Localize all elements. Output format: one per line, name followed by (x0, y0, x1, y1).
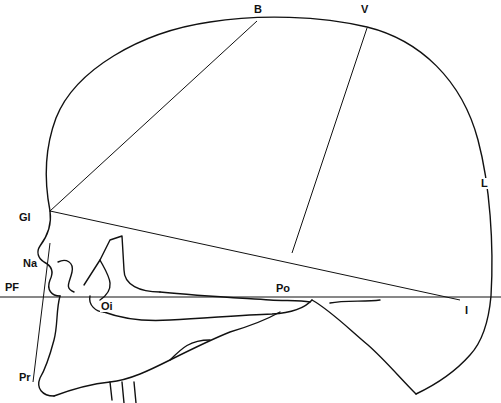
landmark-label: V (360, 4, 369, 15)
landmark-label: Oi (100, 301, 114, 312)
landmark-label: I (464, 305, 469, 316)
landmark-label: PF (4, 282, 20, 293)
landmark-label: B (253, 4, 263, 15)
landmark-label: L (480, 178, 489, 189)
landmark-label: Po (275, 283, 291, 294)
landmark-label: Gl (18, 212, 32, 223)
landmark-label: Pr (18, 372, 32, 383)
landmark-label: Na (22, 258, 38, 269)
